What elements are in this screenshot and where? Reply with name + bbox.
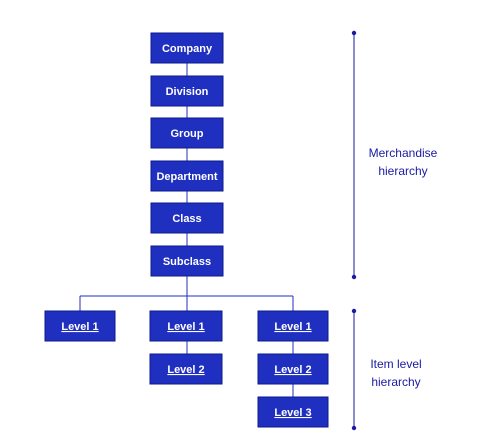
box-col3-level3-label: Level 3 [274,407,311,419]
box-division-label: Division [166,86,209,98]
box-col3-level3: Level 3 [257,396,329,428]
item-level-bracket-top-dot [351,308,357,314]
box-col1-level1-label: Level 1 [61,321,98,333]
item-level-bracket-label-line2: hierarchy [371,375,420,389]
merchandise-bracket-label-line1: Merchandise [369,146,438,160]
box-col3-level1: Level 1 [257,310,329,342]
merchandise-bracket: Merchandise hierarchy [351,30,438,280]
item-level-bracket-bottom-dot [351,425,357,431]
box-col2-level1: Level 1 [149,310,223,342]
merchandise-bracket-top-dot [351,30,357,36]
box-department-label: Department [156,171,217,183]
merchandise-bracket-bottom-dot [351,274,357,280]
box-class-label: Class [172,213,201,225]
box-col2-level2-label: Level 2 [167,364,204,376]
box-subclass-label: Subclass [163,256,211,268]
box-company: Company [150,32,224,64]
box-class: Class [150,202,224,234]
box-department: Department [150,160,224,192]
box-subclass: Subclass [150,245,224,277]
item-level-bracket-label-line1: Item level [370,357,421,371]
box-col1-level1: Level 1 [44,310,116,342]
box-group-label: Group [171,128,204,140]
box-division: Division [150,75,224,107]
merchandise-bracket-label-line2: hierarchy [378,164,427,178]
box-company-label: Company [162,43,213,55]
box-col2-level1-label: Level 1 [167,321,204,333]
box-group: Group [150,117,224,149]
box-col3-level2-label: Level 2 [274,364,311,376]
box-col3-level2: Level 2 [257,353,329,385]
item-level-bracket: Item level hierarchy [351,308,422,431]
box-col2-level2: Level 2 [149,353,223,385]
box-col3-level1-label: Level 1 [274,321,311,333]
